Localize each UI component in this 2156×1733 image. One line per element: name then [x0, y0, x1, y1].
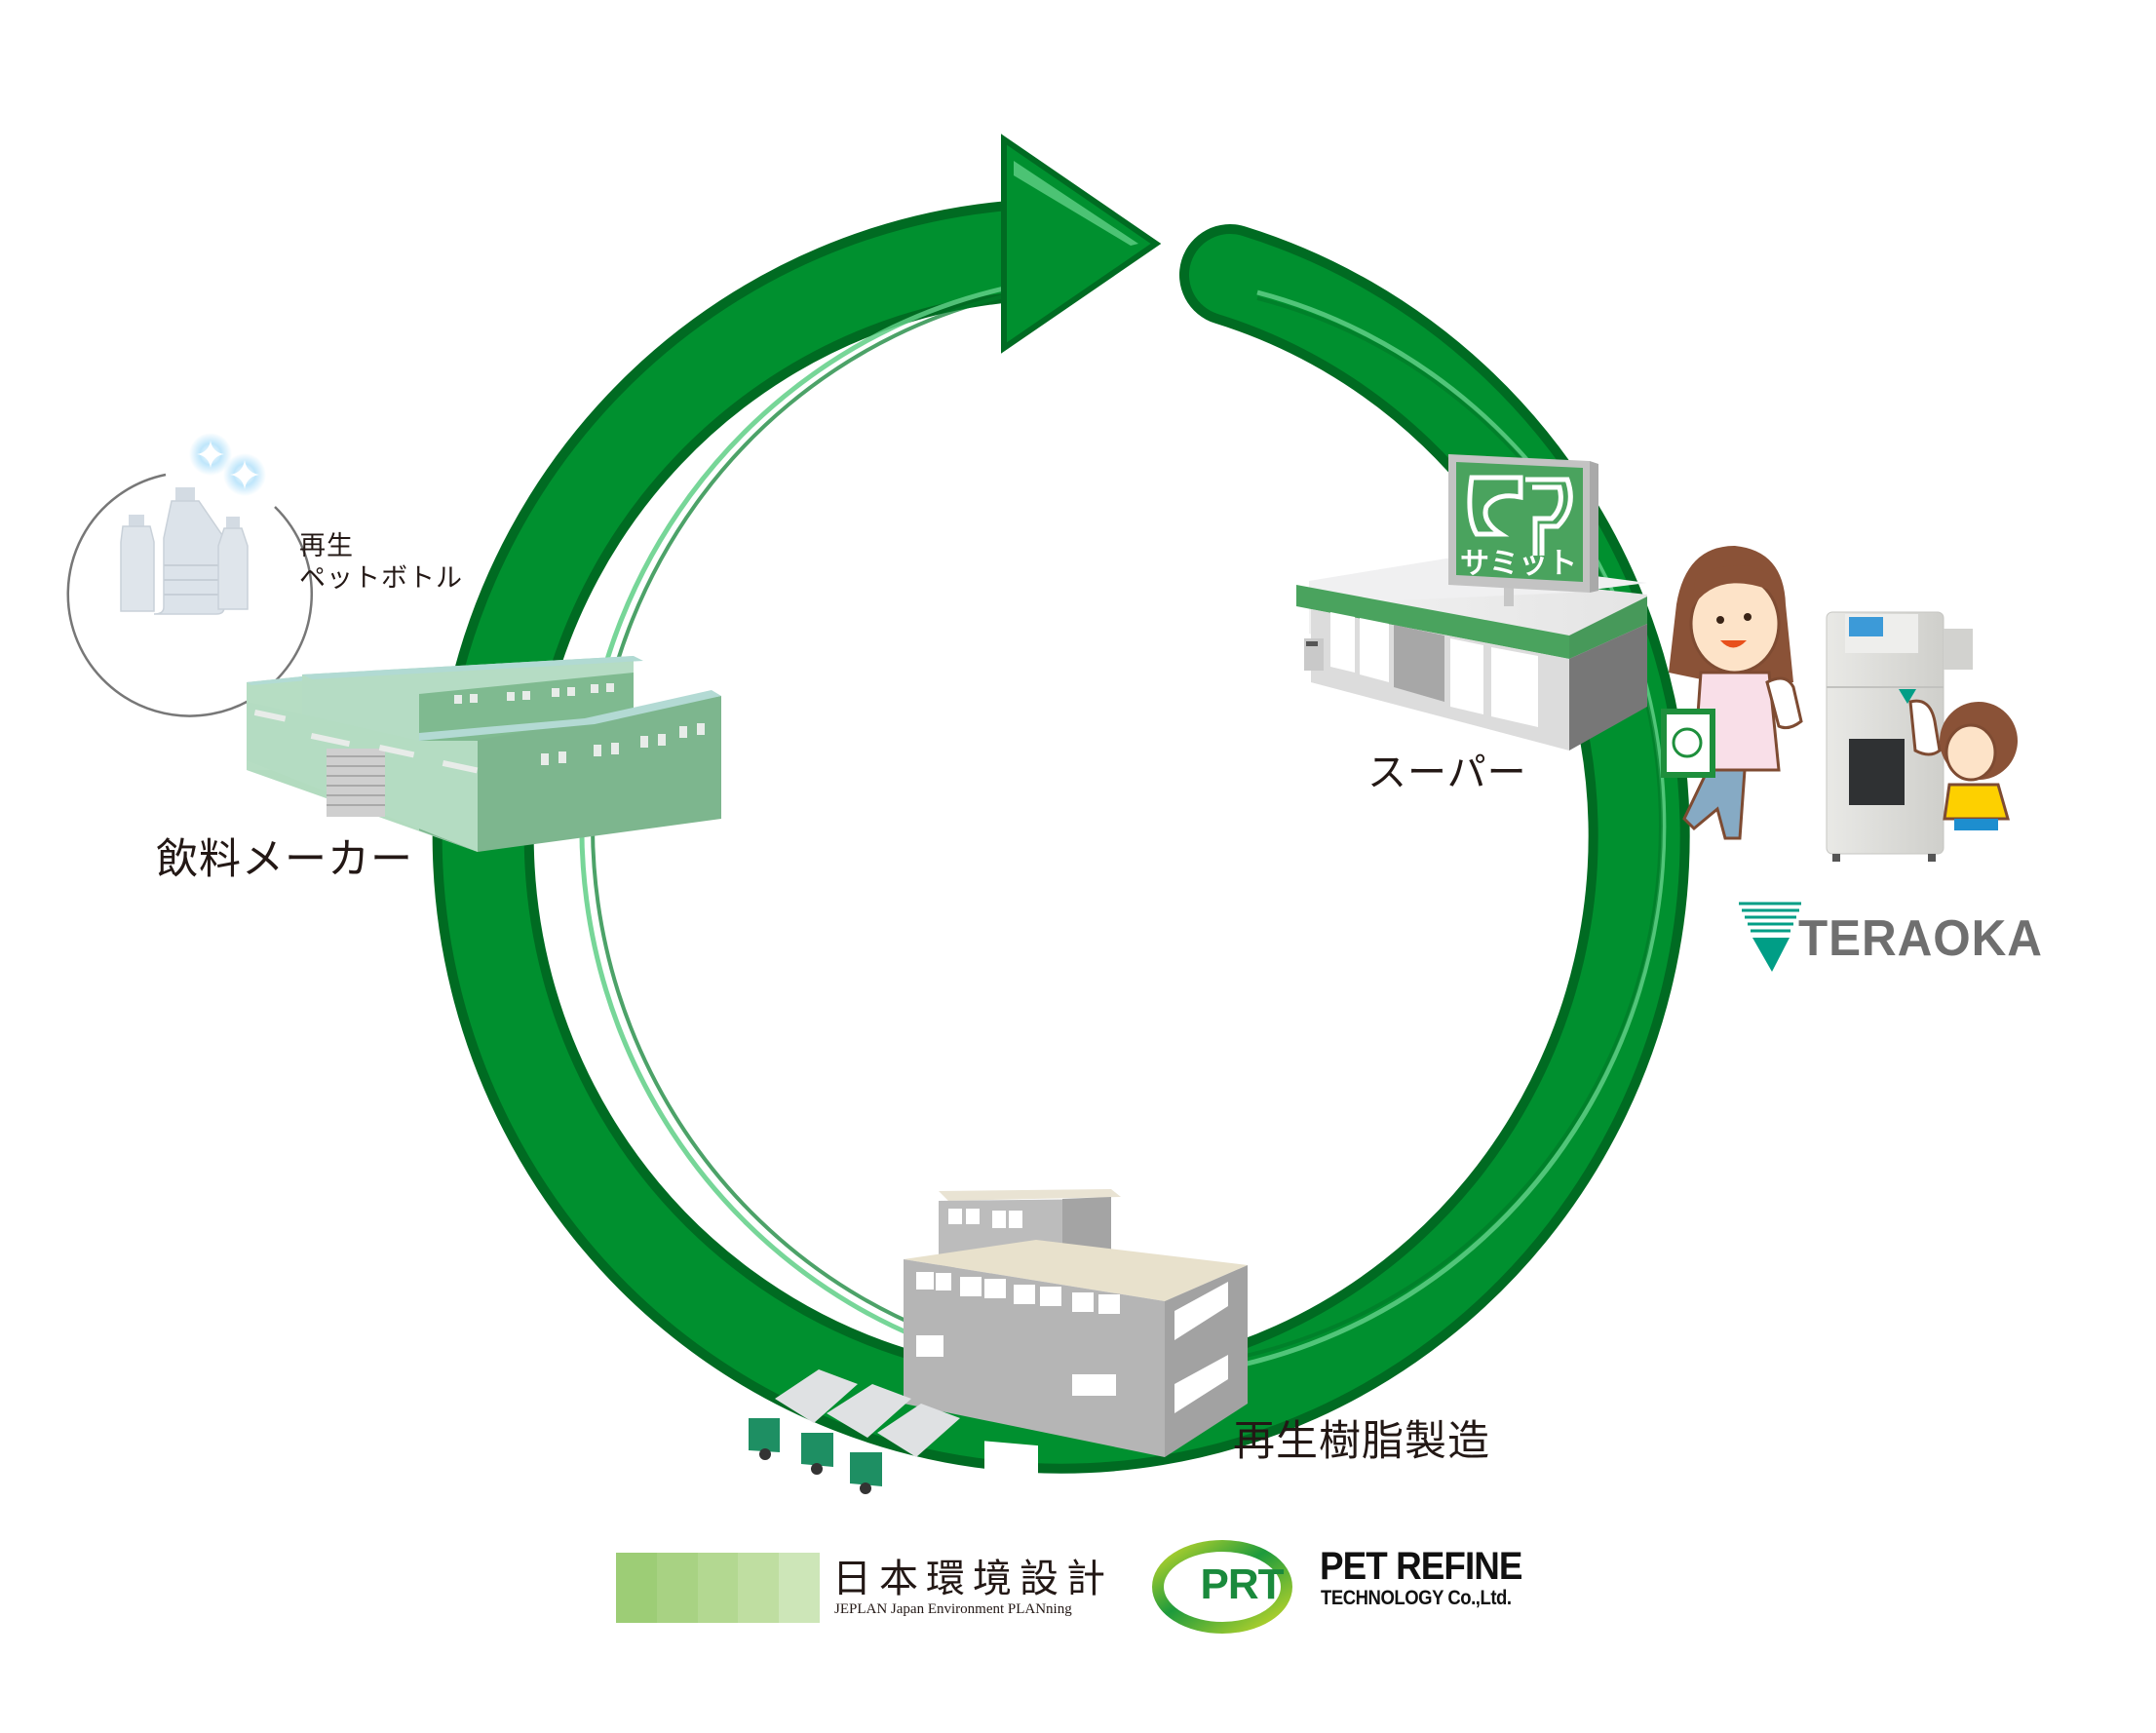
beverage-maker-label: 飲料メーカー: [156, 835, 413, 884]
resin-plant-icon: [749, 1189, 1248, 1505]
jeplan-logo: 日本環境設計 JEPLAN Japan Environment PLANning: [616, 1553, 1133, 1625]
beverage-factory-icon: [247, 656, 721, 852]
pet-refine-name: PET REFINE: [1320, 1545, 1522, 1588]
recycled-pet-bottle-label-line1: 再生: [299, 531, 354, 561]
pet-bottles-icon: [66, 433, 313, 717]
teraoka-logo-text: TERAOKA: [1798, 910, 2043, 967]
jeplan-stripe: [738, 1553, 780, 1623]
jeplan-color-stripes: [616, 1553, 820, 1623]
jeplan-stripe: [616, 1553, 657, 1623]
summit-sign-text: サミット: [1460, 548, 1577, 580]
recycled-pet-bottle-label-line2: ペットボトル: [299, 563, 463, 594]
recycled-resin-label: 再生樹脂製造: [1233, 1417, 1490, 1466]
arrowhead-highlight: [1014, 161, 1138, 246]
prt-mark-text: PRT: [1200, 1560, 1285, 1608]
teraoka-logo: TERAOKA: [1715, 902, 2105, 975]
jeplan-stripe: [779, 1553, 820, 1623]
jeplan-stripe: [697, 1553, 739, 1623]
recycling-customers-icon: [1661, 546, 2018, 862]
prt-mark-icon: [1152, 1540, 1292, 1634]
supermarket-icon: サミット: [1296, 454, 1647, 751]
pet-refine-subtitle: TECHNOLOGY Co.,Ltd.: [1321, 1587, 1512, 1609]
pet-refine-logo: PRT PET REFINE TECHNOLOGY Co.,Ltd.: [1158, 1545, 1587, 1633]
teraoka-mark-icon: [1739, 902, 1801, 972]
supermarket-label: スーパー: [1367, 751, 1527, 795]
jeplan-logo-subtitle: JEPLAN Japan Environment PLANning: [834, 1601, 1072, 1617]
delivery-trucks-icon: [749, 1369, 960, 1494]
jeplan-logo-kanji: 日本環境設計: [832, 1557, 1113, 1601]
recycled-pet-bottle-label: 再生 ペットボトル: [299, 530, 463, 595]
jeplan-stripe: [656, 1553, 698, 1623]
